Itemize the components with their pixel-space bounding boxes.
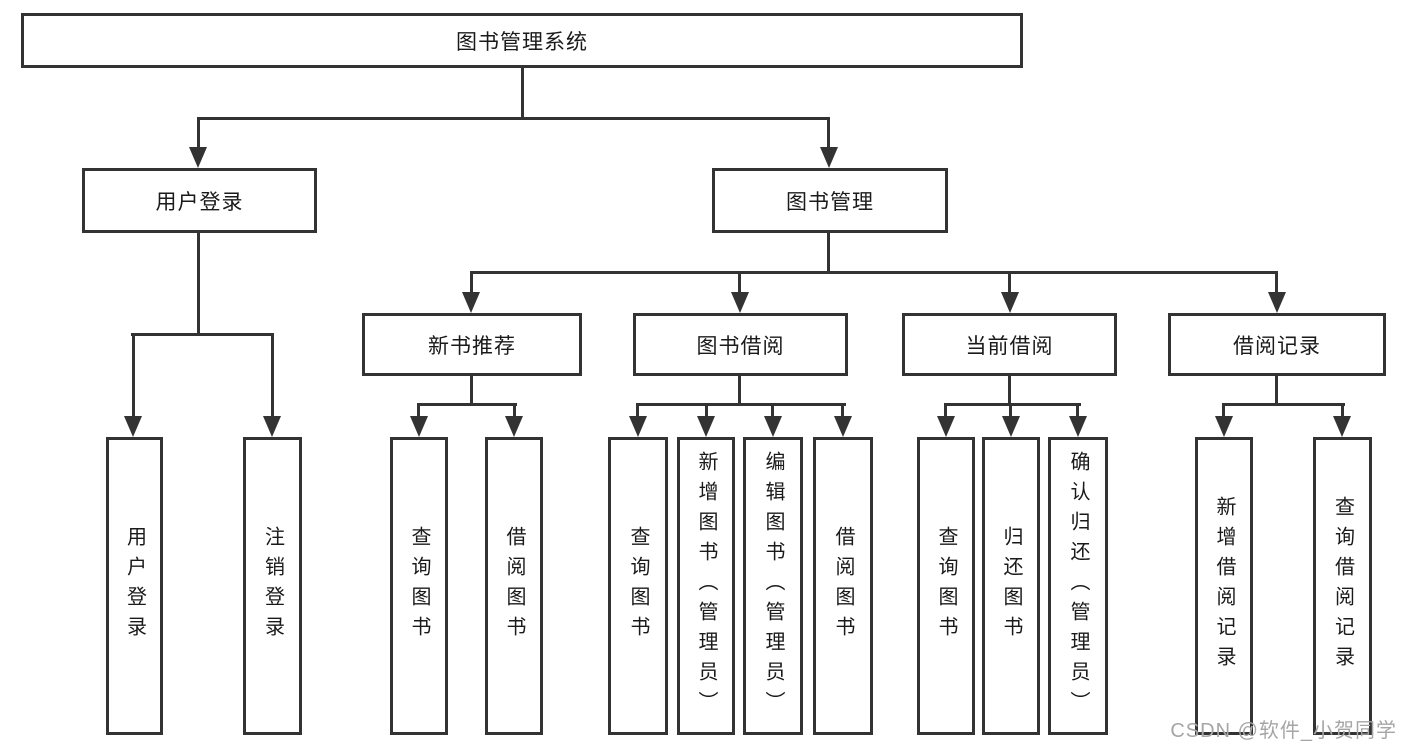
connector-arrow-line [738, 271, 741, 295]
leaf-confirm-return-admin: 确认归还（管理员） [1048, 437, 1108, 735]
connector-book-borrow-rail [636, 403, 846, 406]
leaf-add-borrow-record: 新增借阅记录 [1195, 437, 1253, 735]
connector-arrow-line [1222, 403, 1225, 419]
leaf-user-login-label: 用户登录 [123, 526, 146, 646]
connector-arrow-line [1009, 403, 1012, 419]
arrow-down-icon [410, 416, 428, 437]
arrow-down-icon [124, 416, 142, 437]
leaf-add-book-admin-label: 新增图书（管理员） [695, 451, 717, 721]
arrow-down-icon [1069, 416, 1087, 437]
connector-arrow-line [944, 403, 947, 419]
connector-current-borrow-stem [1008, 376, 1011, 406]
connector-arrow-line [197, 117, 200, 149]
connector-borrow-record-rail [1222, 403, 1345, 406]
arrow-down-icon [629, 416, 647, 437]
leaf-return-book-label: 归还图书 [1000, 526, 1022, 646]
leaf-query-book-1: 查询图书 [390, 437, 448, 735]
connector-arrow-line [771, 403, 774, 419]
connector-arrow-line [1341, 403, 1344, 419]
connector-arrow-line [1275, 271, 1278, 295]
arrow-down-icon [1002, 416, 1020, 437]
arrow-down-icon [764, 416, 782, 437]
node-root-library-system: 图书管理系统 [21, 13, 1023, 68]
connector-current-borrow-rail [944, 403, 1081, 406]
connector-arrow-line [271, 333, 274, 418]
leaf-confirm-return-admin-label: 确认归还（管理员） [1067, 451, 1089, 721]
connector-borrow-record-stem [1275, 376, 1278, 406]
connector-arrow-line [827, 117, 830, 149]
leaf-query-book-1-label: 查询图书 [408, 526, 430, 646]
leaf-logout-label: 注销登录 [261, 526, 284, 646]
node-book-management: 图书管理 [712, 168, 948, 233]
arrow-down-icon [820, 147, 838, 168]
leaf-query-book-3: 查询图书 [917, 437, 975, 735]
leaf-borrow-book-2-label: 借阅图书 [832, 526, 854, 646]
node-book-borrow: 图书借阅 [633, 313, 848, 376]
connector-user-login-rail [131, 333, 274, 336]
arrow-down-icon [505, 416, 523, 437]
leaf-return-book: 归还图书 [982, 437, 1040, 735]
arrow-down-icon [1215, 416, 1233, 437]
leaf-borrow-book-2: 借阅图书 [813, 437, 873, 735]
arrow-down-icon [937, 416, 955, 437]
node-current-borrow: 当前借阅 [902, 313, 1117, 376]
connector-user-login-stem [197, 233, 200, 336]
connector-new-book-stem [470, 376, 473, 406]
leaf-add-book-admin: 新增图书（管理员） [677, 437, 735, 735]
connector-book-management-stem [827, 233, 830, 274]
connector-level2-rail [197, 117, 830, 120]
arrow-down-icon [189, 147, 207, 168]
leaf-query-borrow-record: 查询借阅记录 [1313, 437, 1372, 735]
connector-arrow-line [705, 403, 708, 419]
arrow-down-icon [263, 416, 281, 437]
connector-arrow-line [1076, 403, 1079, 419]
arrow-down-icon [834, 416, 852, 437]
connector-new-book-rail [417, 403, 517, 406]
node-book-management-label: 图书管理 [786, 190, 874, 214]
node-new-book-recommend: 新书推荐 [362, 313, 582, 376]
leaf-add-borrow-record-label: 新增借阅记录 [1213, 496, 1235, 676]
leaf-borrow-book-1-label: 借阅图书 [503, 526, 525, 646]
node-current-borrow-label: 当前借阅 [965, 334, 1054, 358]
leaf-edit-book-admin: 编辑图书（管理员） [743, 437, 803, 735]
leaf-query-book-3-label: 查询图书 [935, 526, 957, 646]
csdn-watermark: CSDN @软件_小贺同学 [1170, 720, 1397, 742]
leaf-borrow-book-1: 借阅图书 [485, 437, 543, 735]
arrow-down-icon [731, 292, 749, 313]
node-user-login: 用户登录 [82, 168, 317, 233]
connector-arrow-line [841, 403, 844, 419]
node-new-book-recommend-label: 新书推荐 [428, 334, 516, 358]
arrow-down-icon [1268, 292, 1286, 313]
connector-arrow-line [636, 403, 639, 419]
connector-arrow-line [513, 403, 516, 419]
leaf-query-borrow-record-label: 查询借阅记录 [1331, 496, 1354, 676]
node-borrow-record-label: 借阅记录 [1233, 334, 1321, 358]
node-user-login-label: 用户登录 [155, 190, 244, 214]
arrow-down-icon [1001, 292, 1019, 313]
connector-arrow-line [417, 403, 420, 419]
leaf-edit-book-admin-label: 编辑图书（管理员） [762, 451, 784, 721]
connector-arrow-line [470, 271, 473, 295]
connector-arrow-line [1008, 271, 1011, 295]
connector-arrow-line [132, 333, 135, 418]
node-borrow-record: 借阅记录 [1168, 313, 1386, 376]
leaf-query-book-2-label: 查询图书 [627, 526, 649, 646]
arrow-down-icon [1333, 416, 1351, 437]
arrow-down-icon [697, 416, 715, 437]
leaf-user-login: 用户登录 [106, 437, 163, 735]
connector-level3-rail [470, 271, 1278, 274]
node-book-borrow-label: 图书借阅 [696, 334, 785, 358]
connector-root-stem [521, 68, 524, 120]
leaf-query-book-2: 查询图书 [608, 437, 668, 735]
node-root-label: 图书管理系统 [456, 30, 588, 54]
arrow-down-icon [462, 292, 480, 313]
connector-book-borrow-stem [738, 376, 741, 406]
leaf-logout: 注销登录 [243, 437, 302, 735]
